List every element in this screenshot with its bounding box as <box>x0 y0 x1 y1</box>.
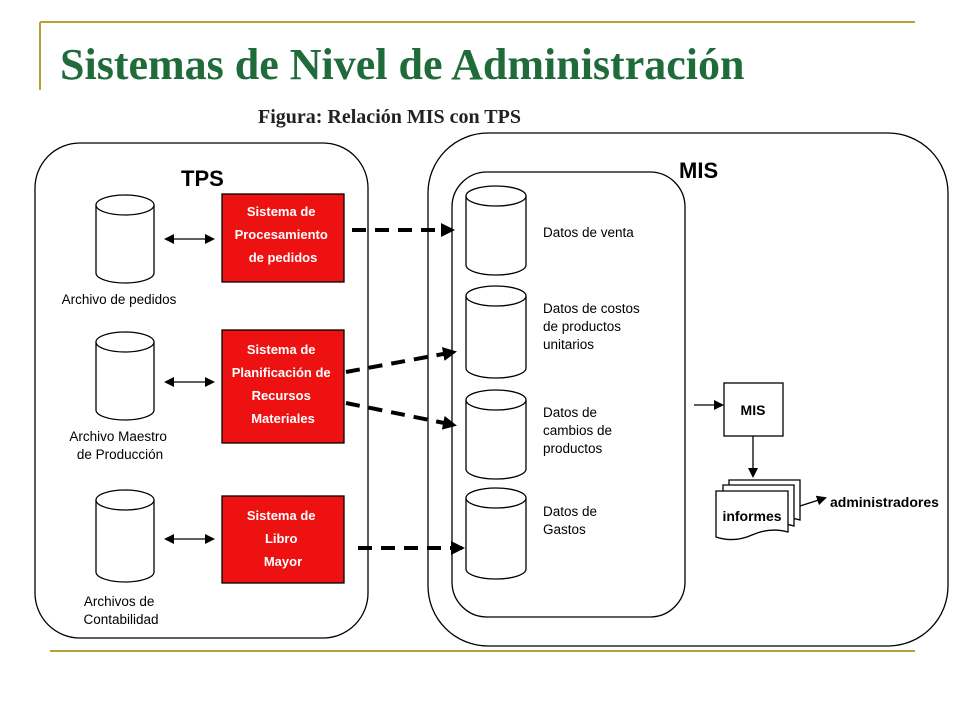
data-cylinder-gastos <box>465 487 527 580</box>
data-cylinder-cambios <box>465 389 527 480</box>
flow-arrow-materiales-cambios <box>345 401 457 430</box>
data-label-gastos: Datos de Gastos <box>543 504 601 537</box>
data-label-cambios: Datos de cambios de productos <box>543 405 616 456</box>
system-box-pedidos <box>221 193 345 283</box>
system-box-libro-mayor <box>221 495 345 584</box>
mis-process-label: MIS <box>741 402 766 418</box>
file-label-maestro: Archivo Maestro de Producción <box>69 429 170 462</box>
file-label-pedidos: Archivo de pedidos <box>62 292 177 307</box>
mis-process-box <box>723 382 784 437</box>
page-title: Sistemas de Nivel de Administración <box>60 40 744 89</box>
file-cylinder-contabilidad <box>95 489 155 583</box>
administrators-label: administradores <box>830 494 939 510</box>
tps-label: TPS <box>181 166 224 191</box>
system-label-materiales: Sistema de Planificación de Recursos Mat… <box>232 342 335 426</box>
file-cylinder-maestro <box>95 331 155 421</box>
output-arrow-administrators <box>799 495 827 507</box>
reports-label: informes <box>722 508 781 524</box>
mis-label: MIS <box>679 158 718 183</box>
file-cylinder-pedidos <box>95 194 155 284</box>
data-label-costos: Datos de costos de productos unitarios <box>543 301 644 352</box>
figure-caption: Figura: Relación MIS con TPS <box>258 106 521 128</box>
system-label-pedidos: Sistema de Procesamiento de pedidos <box>235 204 332 265</box>
system-box-materiales <box>221 329 345 444</box>
data-label-venta: Datos de venta <box>543 225 634 240</box>
data-cylinder-costos <box>465 285 527 379</box>
flow-arrow-materiales-costos <box>345 347 457 374</box>
reports-document-icon <box>715 479 801 541</box>
data-cylinder-venta <box>465 185 527 276</box>
system-label-libro-mayor: Sistema de Libro Mayor <box>247 508 319 569</box>
file-label-contabilidad: Archivos de Contabilidad <box>83 594 158 627</box>
